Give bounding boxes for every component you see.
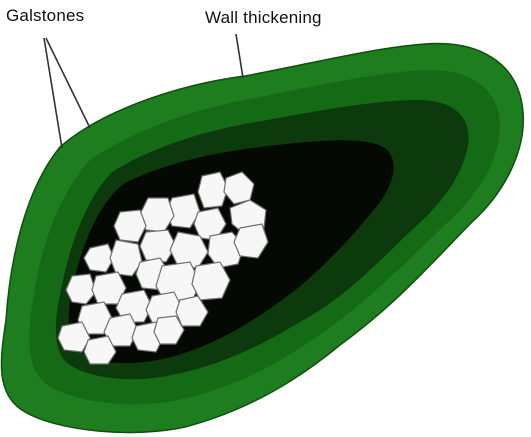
gallstones-leader-line-2 <box>46 38 90 128</box>
wall-thickening-leader-line <box>236 34 243 78</box>
gallstones-leader-line-1 <box>44 38 62 148</box>
